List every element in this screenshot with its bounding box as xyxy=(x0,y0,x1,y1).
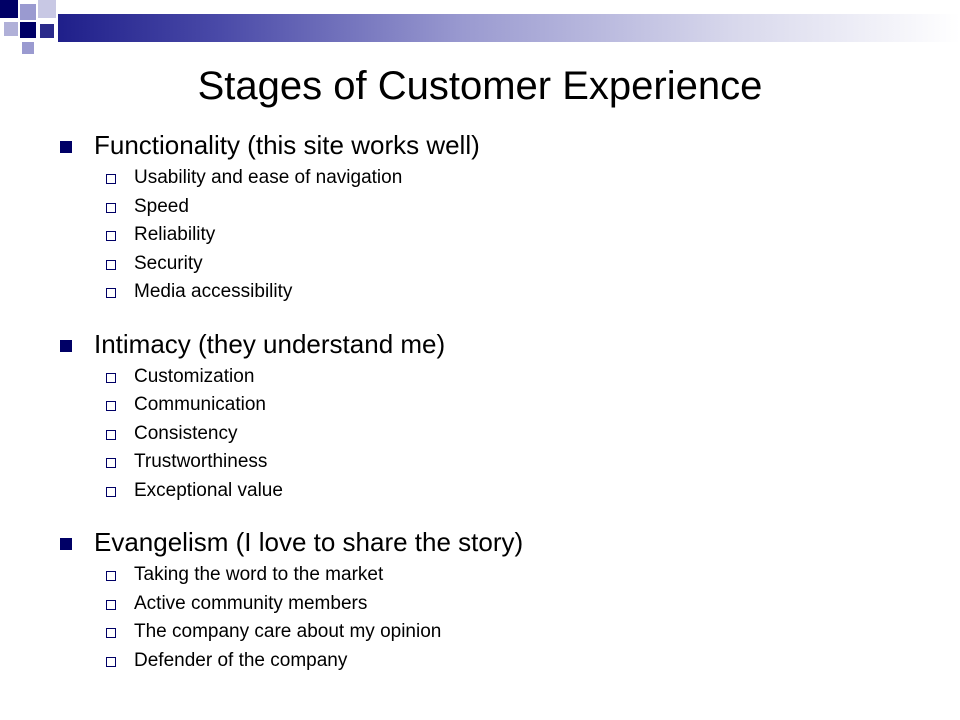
list-item-text: Defender of the company xyxy=(134,649,348,671)
list-item: Speed xyxy=(60,193,940,222)
decor-square xyxy=(0,0,18,18)
section-functionality: Functionality (this site works well) Usa… xyxy=(60,126,940,307)
decor-square xyxy=(4,22,18,36)
list-item: Exceptional value xyxy=(60,477,940,506)
hollow-square-bullet-icon xyxy=(106,599,116,610)
list-item: Communication xyxy=(60,391,940,420)
hollow-square-bullet-icon xyxy=(106,231,116,241)
hollow-square-bullet-icon xyxy=(106,486,116,497)
section-heading-text: Intimacy (they understand me) xyxy=(94,328,446,359)
hollow-square-bullet-icon xyxy=(106,372,116,383)
slide-content: Functionality (this site works well) Usa… xyxy=(60,126,940,693)
list-item: Defender of the company xyxy=(60,647,940,676)
header-decoration xyxy=(0,0,960,60)
hollow-square-bullet-icon xyxy=(106,656,116,667)
list-item: Reliability xyxy=(60,221,940,250)
list-item-text: Customization xyxy=(134,365,255,387)
decor-square xyxy=(20,4,36,20)
section-heading-text: Evangelism (I love to share the story) xyxy=(94,527,524,557)
list-item: Usability and ease of navigation xyxy=(60,164,940,193)
header-gradient-band xyxy=(58,14,960,42)
list-item-text: Reliability xyxy=(134,224,216,245)
hollow-square-bullet-icon xyxy=(106,288,116,298)
hollow-square-bullet-icon xyxy=(106,458,116,468)
hollow-square-bullet-icon xyxy=(106,429,116,440)
list-item-text: Usability and ease of navigation xyxy=(134,167,403,188)
list-item-text: The company care about my opinion xyxy=(134,621,442,642)
hollow-square-bullet-icon xyxy=(106,571,116,581)
list-item: Taking the word to the market xyxy=(60,561,940,590)
decor-square xyxy=(38,0,56,18)
hollow-square-bullet-icon xyxy=(106,202,116,213)
sub-list: Customization Communication Consistency … xyxy=(60,363,940,506)
hollow-square-bullet-icon xyxy=(106,174,116,184)
section-heading-text: Functionality (this site works well) xyxy=(94,130,480,160)
section-heading: Functionality (this site works well) xyxy=(60,126,940,164)
square-bullet-icon xyxy=(60,141,72,153)
list-item: Security xyxy=(60,250,940,279)
slide-title: Stages of Customer Experience xyxy=(197,64,763,108)
section-heading: Evangelism (I love to share the story) xyxy=(60,523,940,561)
decor-square xyxy=(20,22,36,38)
list-item: Active community members xyxy=(60,590,940,619)
hollow-square-bullet-icon xyxy=(106,628,116,638)
section-evangelism: Evangelism (I love to share the story) T… xyxy=(60,523,940,675)
list-item: The company care about my opinion xyxy=(60,618,940,647)
list-item: Trustworthiness xyxy=(60,448,940,477)
square-bullet-icon xyxy=(60,339,72,352)
section-intimacy: Intimacy (they understand me) Customizat… xyxy=(60,325,940,506)
sub-list: Usability and ease of navigation Speed R… xyxy=(60,164,940,307)
list-item-text: Media accessibility xyxy=(134,281,293,302)
list-item-text: Speed xyxy=(134,195,189,217)
list-item: Consistency xyxy=(60,420,940,449)
list-item: Customization xyxy=(60,363,940,392)
list-item-text: Communication xyxy=(134,394,266,415)
list-item-text: Exceptional value xyxy=(134,479,283,501)
list-item-text: Active community members xyxy=(134,592,368,614)
list-item-text: Taking the word to the market xyxy=(134,564,384,585)
decor-square xyxy=(22,42,34,54)
decor-square xyxy=(40,24,54,38)
list-item-text: Trustworthiness xyxy=(134,451,268,472)
sub-list: Taking the word to the market Active com… xyxy=(60,561,940,675)
square-bullet-icon xyxy=(60,538,72,550)
hollow-square-bullet-icon xyxy=(106,259,116,270)
section-heading: Intimacy (they understand me) xyxy=(60,325,940,363)
hollow-square-bullet-icon xyxy=(106,401,116,411)
list-item: Media accessibility xyxy=(60,278,940,307)
list-item-text: Consistency xyxy=(134,422,238,444)
list-item-text: Security xyxy=(134,252,203,274)
